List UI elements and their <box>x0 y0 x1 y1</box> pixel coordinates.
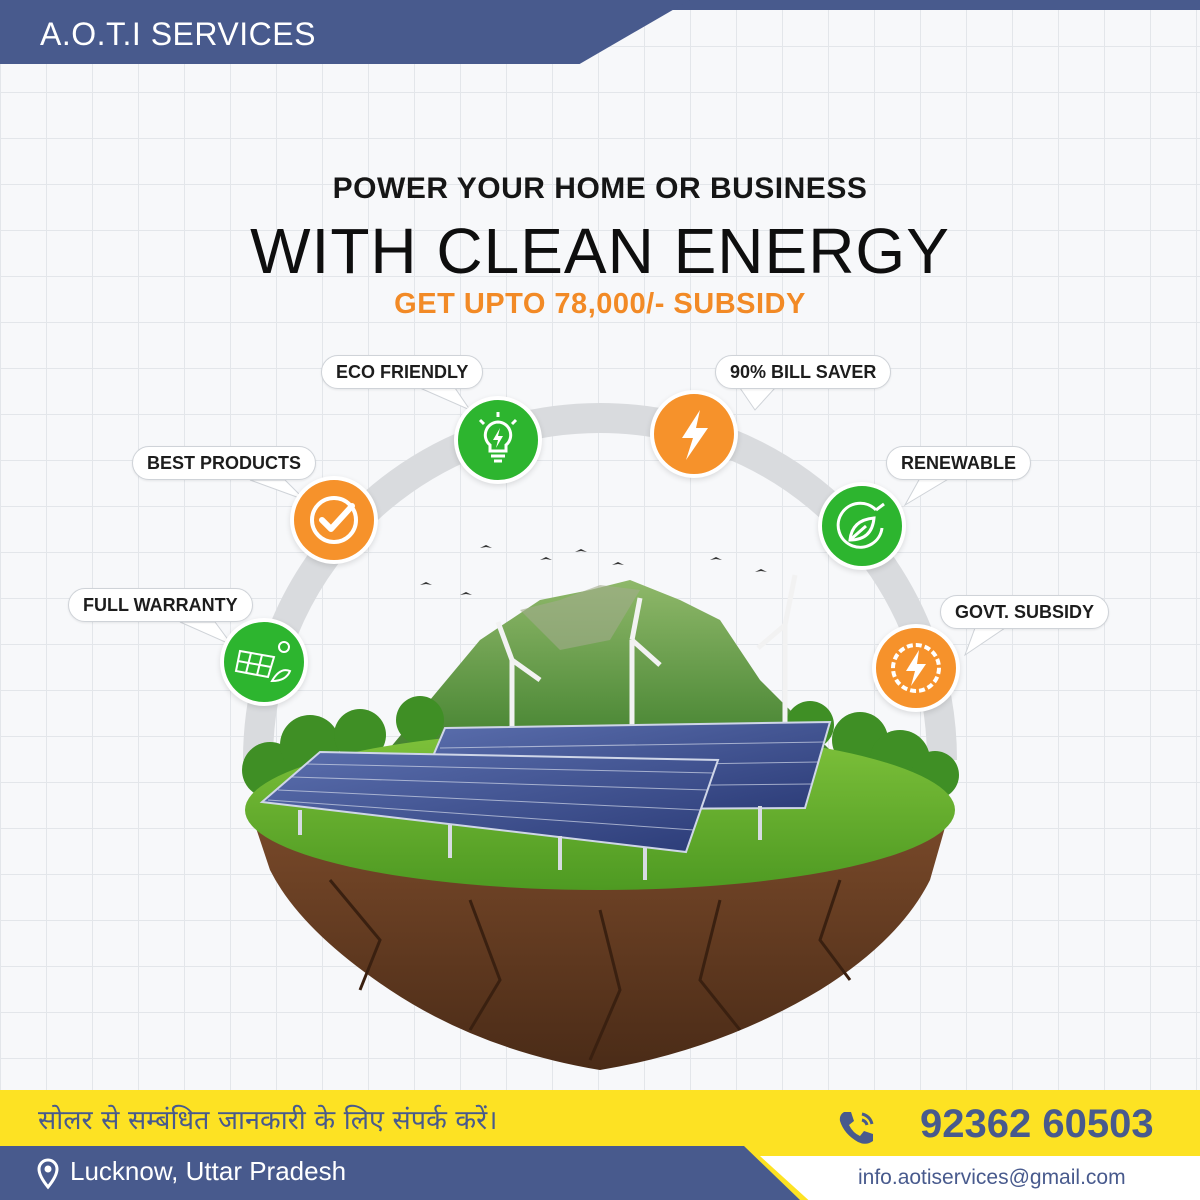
subsidy-offer: GET UPTO 78,000/- SUBSIDY <box>394 288 806 320</box>
eco-bulb-icon <box>454 396 542 484</box>
feature-label-full-warranty: FULL WARRANTY <box>68 588 253 622</box>
solar-island-illustration <box>179 387 1007 1070</box>
feature-arc <box>243 403 957 761</box>
solar-panel-icon <box>220 618 308 706</box>
phone-icon <box>836 1108 878 1153</box>
contact-tagline-hindi: सोलर से सम्बंधित जानकारी के लिए संपर्क क… <box>38 1105 498 1136</box>
mountains <box>380 580 840 760</box>
feature-label-eco-friendly: ECO FRIENDLY <box>321 355 484 389</box>
feature-label-bill-saver: 90% BILL SAVER <box>715 355 892 389</box>
feature-label-govt-subsidy: GOVT. SUBSIDY <box>940 595 1110 629</box>
footer-location-bar <box>0 1146 800 1200</box>
headline-line-1: POWER YOUR HOME OR BUSINESS <box>332 172 868 205</box>
trees <box>242 696 959 799</box>
wind-turbines <box>495 574 798 730</box>
headline-main: WITH CLEAN ENERGY <box>250 215 950 287</box>
solar-array-front <box>259 750 720 854</box>
leaf-plug-icon <box>818 482 906 570</box>
feature-label-best-products: BEST PRODUCTS <box>132 446 317 480</box>
birds <box>420 545 767 595</box>
lightning-icon <box>650 390 738 478</box>
feature-label-renewable: RENEWABLE <box>886 446 1032 480</box>
phone-number[interactable]: 92362 60503 <box>920 1102 1154 1146</box>
email-address[interactable]: info.aotiservices@gmail.com <box>858 1166 1126 1189</box>
location-text: Lucknow, Uttar Pradesh <box>70 1156 347 1186</box>
header-bar <box>0 0 690 64</box>
brand-name: A.O.T.I SERVICES <box>40 16 316 52</box>
check-circle-icon <box>290 476 378 564</box>
footer-email-strip <box>760 1156 1200 1200</box>
location-pin-icon <box>36 1158 60 1195</box>
gauge-bolt-icon <box>872 624 960 712</box>
